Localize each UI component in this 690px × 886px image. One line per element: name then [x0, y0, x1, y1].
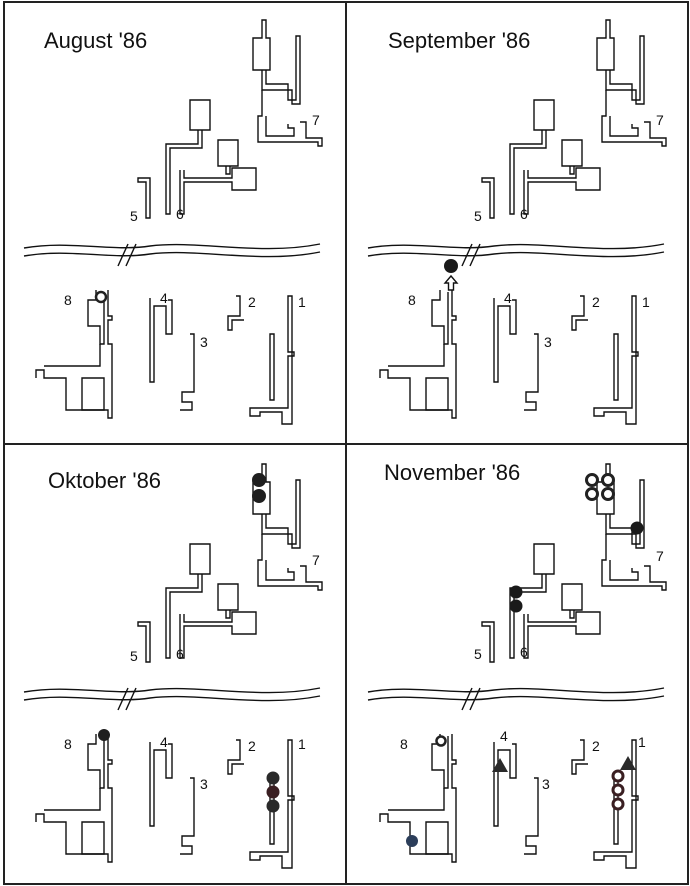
- site-label-2: 2: [248, 738, 256, 754]
- dot-marker: [630, 521, 644, 535]
- panel-title-august: August '86: [44, 28, 148, 53]
- ring-marker: [611, 797, 625, 811]
- site-label-1: 1: [298, 736, 306, 752]
- triangle-marker: [492, 758, 508, 772]
- site-label-2: 2: [248, 294, 256, 310]
- ring-marker: [611, 769, 625, 783]
- dot-marker: [98, 729, 110, 741]
- site-label-7: 7: [312, 112, 320, 128]
- markers-september: [443, 259, 459, 291]
- ring-marker: [601, 473, 615, 487]
- ring-marker: [94, 290, 108, 304]
- arrow-up-icon: [443, 274, 459, 291]
- site-label-7: 7: [656, 548, 664, 564]
- markers-november: [406, 473, 644, 847]
- dot-marker: [266, 785, 280, 799]
- panel-september: [367, 19, 667, 425]
- site-label-6: 6: [520, 644, 528, 660]
- site-label-8: 8: [400, 736, 408, 752]
- panel-title-november: November '86: [384, 460, 521, 485]
- site-label-5: 5: [130, 648, 138, 664]
- site-label-4: 4: [504, 290, 512, 306]
- ring-marker: [435, 735, 447, 747]
- ring-marker: [585, 473, 599, 487]
- site-label-2: 2: [592, 738, 600, 754]
- site-label-8: 8: [408, 292, 416, 308]
- panel-title-september: September '86: [388, 28, 531, 53]
- triangle-marker: [620, 756, 636, 770]
- site-label-5: 5: [130, 208, 138, 224]
- site-label-4: 4: [160, 290, 168, 306]
- site-label-7: 7: [312, 552, 320, 568]
- site-label-1: 1: [298, 294, 306, 310]
- site-label-4: 4: [500, 728, 508, 744]
- markers-august: [94, 290, 108, 304]
- site-label-5: 5: [474, 646, 482, 662]
- dot-marker: [509, 599, 523, 613]
- site-label-6: 6: [176, 646, 184, 662]
- dot-marker: [509, 585, 523, 599]
- site-label-3: 3: [544, 334, 552, 350]
- site-label-1: 1: [642, 294, 650, 310]
- markers-oktober: [98, 473, 280, 813]
- dot-marker: [252, 489, 266, 503]
- dot-marker: [444, 259, 458, 273]
- ring-marker: [611, 783, 625, 797]
- site-label-6: 6: [520, 206, 528, 222]
- dot-marker: [266, 799, 280, 813]
- site-label-8: 8: [64, 292, 72, 308]
- panel-august: [23, 19, 323, 425]
- site-label-3: 3: [200, 334, 208, 350]
- site-label-5: 5: [474, 208, 482, 224]
- site-label-8: 8: [64, 736, 72, 752]
- site-label-4: 4: [160, 734, 168, 750]
- site-label-3: 3: [542, 776, 550, 792]
- site-label-3: 3: [200, 776, 208, 792]
- frame: [3, 1, 689, 885]
- ring-marker: [601, 487, 615, 501]
- dot-marker: [252, 473, 266, 487]
- site-label-2: 2: [592, 294, 600, 310]
- panel-title-oktober: Oktober '86: [48, 468, 162, 493]
- ring-marker: [585, 487, 599, 501]
- dot-marker: [266, 771, 280, 785]
- dot-marker: [406, 835, 418, 847]
- site-label-6: 6: [176, 206, 184, 222]
- site-label-1: 1: [638, 734, 646, 750]
- site-label-7: 7: [656, 112, 664, 128]
